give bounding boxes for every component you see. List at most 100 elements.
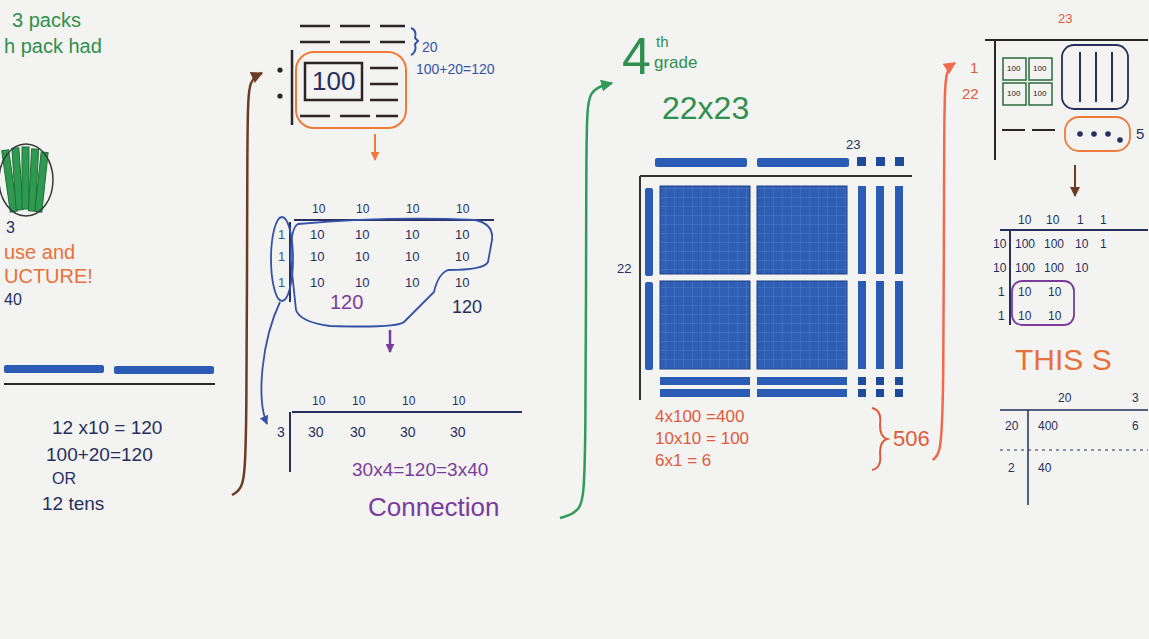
sketch-shape xyxy=(660,377,750,385)
sketch-dot xyxy=(277,67,282,72)
handwritten-text: 1 xyxy=(970,60,978,75)
sketch-shape xyxy=(876,389,884,397)
sketch-line xyxy=(1080,52,1112,102)
poster-panel: 3 packsh pack had3use andUCTURE!4012 x10… xyxy=(3,5,232,525)
sketch-line xyxy=(1000,410,1148,505)
poster-panel: 2312210010010010051010111010111001001011… xyxy=(955,8,1147,513)
handwritten-text: 4x100 =400 xyxy=(655,408,744,425)
handwritten-text: THIS S xyxy=(1015,345,1112,375)
handwritten-text: 1 xyxy=(1077,214,1084,226)
sketch-shape xyxy=(12,148,23,210)
sketch-shape xyxy=(857,157,866,166)
sketch-shape xyxy=(858,389,866,397)
handwritten-text: 30 xyxy=(400,425,416,439)
handwritten-text: 10 xyxy=(312,203,325,215)
handwritten-text: 40 xyxy=(4,292,22,308)
handwritten-text: 4 xyxy=(622,30,651,82)
sketch-line xyxy=(872,408,887,470)
handwritten-text: 22x23 xyxy=(662,92,749,124)
handwritten-text: 12 tens xyxy=(42,494,104,513)
sketch-shape xyxy=(114,366,214,374)
sketch-line xyxy=(300,41,405,44)
handwritten-text: 40 xyxy=(1038,462,1051,474)
handwritten-text: 10 xyxy=(355,276,369,289)
handwritten-text: 1 xyxy=(998,310,1005,322)
handwritten-text: 20 xyxy=(1005,420,1018,432)
handwritten-text: 100 xyxy=(1015,238,1035,250)
sketch-shape xyxy=(858,377,866,385)
sketch-shape xyxy=(895,377,903,385)
handwritten-text: 100 xyxy=(312,68,355,94)
sketch-line xyxy=(389,330,392,352)
handwritten-text: 120 xyxy=(452,298,482,316)
sketch-dot xyxy=(1077,131,1083,137)
handwritten-text: th xyxy=(656,34,669,49)
handwritten-text: 10 xyxy=(405,250,419,263)
handwritten-text: 1 xyxy=(278,250,285,263)
sketch-shape xyxy=(895,389,903,397)
sketch-dot xyxy=(1091,131,1097,137)
handwritten-text: 10 xyxy=(1075,238,1088,250)
handwritten-text: 120 xyxy=(330,292,363,312)
sketch-shape xyxy=(645,282,653,370)
handwritten-text: 1 xyxy=(278,276,285,289)
handwritten-text: 1 xyxy=(1100,214,1107,226)
sketch-shape xyxy=(895,157,904,166)
handwritten-text: use and xyxy=(4,242,75,262)
handwritten-text: 10x10 = 100 xyxy=(655,430,749,447)
handwritten-text: 10 xyxy=(455,276,469,289)
handwritten-text: 10 xyxy=(1018,214,1031,226)
handwritten-text: 10 xyxy=(1048,310,1061,322)
sketch-line xyxy=(411,28,418,55)
handwritten-text: 6x1 = 6 xyxy=(655,452,711,469)
handwritten-text: 100 xyxy=(1007,65,1020,73)
sketch-line xyxy=(370,68,398,100)
handwritten-text: 10 xyxy=(402,395,415,407)
handwritten-text: 5 xyxy=(1136,126,1144,141)
sketch-shape xyxy=(1029,83,1052,105)
sketch-line xyxy=(1000,230,1148,325)
handwritten-text: 10 xyxy=(406,203,419,215)
sketch-line xyxy=(290,220,494,302)
handwritten-text: 10 xyxy=(452,395,465,407)
handwritten-text: 3 xyxy=(277,425,285,439)
handwritten-text: 10 xyxy=(310,250,324,263)
sketch-shape xyxy=(1029,58,1052,80)
sketch-shape xyxy=(1012,281,1074,325)
handwritten-text: 10 xyxy=(993,262,1006,274)
sketch-line xyxy=(300,115,398,118)
handwritten-text: 30 xyxy=(450,425,466,439)
handwritten-text: 20 xyxy=(422,40,438,54)
sketch-shape xyxy=(757,389,847,397)
sketch-shape xyxy=(876,281,884,369)
poster-panel: 4thgrade22x2323224x100 =40010x10 = 1006x… xyxy=(612,28,933,490)
handwritten-text: 10 xyxy=(455,228,469,241)
handwritten-text: 1 xyxy=(278,228,285,241)
handwritten-text: 2 xyxy=(1008,462,1015,474)
handwritten-text: 100 xyxy=(1007,90,1020,98)
sketch-line xyxy=(374,134,376,160)
base-ten-blocks xyxy=(640,157,912,400)
handwritten-text: 100 xyxy=(1044,262,1064,274)
handwritten-text: 10 xyxy=(993,238,1006,250)
handwritten-text: 10 xyxy=(1075,262,1088,274)
sketch-shape xyxy=(1003,58,1026,80)
handwritten-text: 10 xyxy=(1046,214,1059,226)
handwritten-text: 100 xyxy=(1015,262,1035,274)
sketch-shape xyxy=(876,377,884,385)
handwritten-text: Connection xyxy=(368,494,500,520)
sketch-line xyxy=(291,50,294,125)
poster-panel: 10020100+20=1201010101011110101010101010… xyxy=(262,18,560,548)
sketch-line xyxy=(261,302,280,424)
handwritten-text: 10 xyxy=(405,228,419,241)
area-sketch xyxy=(985,40,1148,505)
handwritten-text: 100 xyxy=(1033,65,1046,73)
sketch-shape xyxy=(660,389,750,397)
handwritten-text: 10 xyxy=(352,395,365,407)
handwritten-text: 3 xyxy=(1132,392,1139,404)
curved-arrow xyxy=(560,83,612,518)
sketch-line xyxy=(985,40,1148,160)
handwritten-text: 30x4=120=3x40 xyxy=(352,460,488,479)
handwritten-text: 10 xyxy=(355,228,369,241)
